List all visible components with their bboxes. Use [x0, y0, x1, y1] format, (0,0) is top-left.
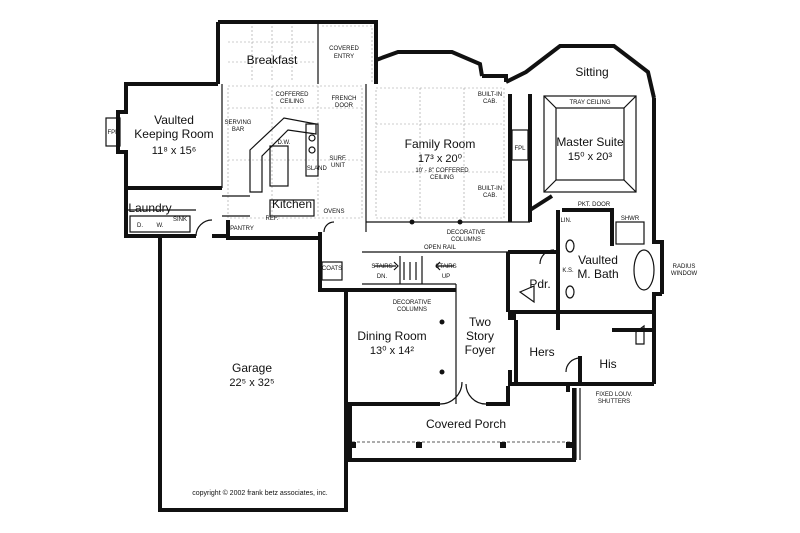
fixed-louver-note-1: FIXED LOUV. — [596, 392, 633, 398]
foyer-label-3: Foyer — [465, 343, 496, 357]
family-room-dimensions: 17³ x 20⁰ — [418, 153, 463, 165]
decorative-columns-top-note-1: DECORATIVE — [447, 230, 486, 236]
keeping-room-label-2: Keeping Room — [134, 127, 213, 141]
refrigerator-note: REF. — [265, 216, 278, 222]
coffered-ceiling-note-2: CEILING — [280, 99, 304, 105]
shower-note: SHWR — [621, 216, 640, 222]
decorative-columns-dining-note-1: DECORATIVE — [393, 300, 432, 306]
laundry-label: Laundry — [128, 201, 171, 215]
knee-space-note: K.S. — [562, 268, 574, 274]
fireplaces — [105, 117, 529, 161]
decorative-columns-top-note-2: COLUMNS — [451, 237, 481, 243]
radius-window-note-1: RADIUS — [673, 264, 696, 270]
pantry-note: PANTRY — [230, 226, 254, 232]
family-ceiling-note-1: 10' - 8" COFFERED — [415, 168, 469, 174]
serving-bar-note-1: SERVING — [225, 120, 252, 126]
note-labels: COFFERED CEILING SERVING BAR D.W. ISLAND… — [107, 92, 697, 405]
stairs-up-note-1: STAIRS — [435, 264, 456, 270]
tray-ceiling-note: TRAY CEILING — [569, 100, 610, 106]
family-fireplace-note: FPL — [514, 146, 526, 152]
ceiling-grids — [227, 25, 505, 219]
porch — [350, 388, 581, 460]
stairs-up-note-2: UP — [442, 274, 450, 280]
linen-note: LIN. — [560, 218, 571, 224]
ovens-note: OVENS — [323, 209, 344, 215]
dishwasher-note: D.W. — [278, 140, 291, 146]
garage-label: Garage — [232, 361, 272, 375]
foyer-label-2: Story — [466, 329, 494, 343]
coats-note: COATS — [322, 266, 342, 272]
stairs — [321, 261, 454, 281]
sitting-label: Sitting — [575, 65, 608, 79]
surface-unit-note-2: UNIT — [331, 163, 345, 169]
covered-entry-label-1: COVERED — [329, 46, 359, 52]
fixed-louver-note-2: SHUTTERS — [598, 399, 630, 405]
dining-room-label: Dining Room — [357, 329, 426, 343]
sink-note: SINK — [173, 217, 187, 223]
washer-note: W. — [157, 223, 164, 229]
keeping-room-label-1: Vaulted — [154, 113, 194, 127]
serving-bar-note-2: BAR — [232, 127, 245, 133]
covered-porch-label: Covered Porch — [426, 417, 506, 431]
hers-closet-label: Hers — [529, 345, 554, 359]
island-note: ISLAND — [305, 166, 327, 172]
french-door-note-2: DOOR — [335, 103, 354, 109]
keeping-fireplace-note: FPL — [107, 130, 119, 136]
master-bath-label-1: Vaulted — [578, 253, 618, 267]
family-room-label: Family Room — [405, 137, 476, 151]
powder-room-label: Pdr. — [529, 277, 550, 291]
tray-ceiling — [543, 95, 637, 193]
decorative-columns-dining-note-2: COLUMNS — [397, 307, 427, 313]
master-suite-dimensions: 15⁰ x 20³ — [568, 151, 612, 163]
foyer-label-1: Two — [469, 315, 491, 329]
interior-walls — [126, 22, 654, 404]
open-rail-note: OPEN RAIL — [424, 245, 457, 251]
coffered-ceiling-note-1: COFFERED — [276, 92, 310, 98]
radius-window-note-2: WINDOW — [671, 271, 698, 277]
built-in-cab-top-note-1: BUILT-IN — [478, 92, 502, 98]
kitchen-label: Kitchen — [272, 197, 312, 211]
surface-unit-note-1: SURF. — [329, 156, 347, 162]
french-door-note-1: FRENCH — [332, 96, 357, 102]
garage-dimensions: 22⁵ x 32⁵ — [229, 377, 274, 389]
master-suite-label: Master Suite — [556, 135, 624, 149]
built-in-cab-bottom-note-2: CAB. — [483, 193, 497, 199]
exterior-walls — [116, 20, 664, 512]
decorative-columns — [409, 219, 516, 375]
family-ceiling-note-2: CEILING — [430, 175, 454, 181]
master-bath-label-2: M. Bath — [577, 267, 618, 281]
dining-room-dimensions: 13⁰ x 14² — [370, 345, 414, 357]
copyright-text: copyright © 2002 frank betz associates, … — [192, 489, 328, 497]
dryer-note: D. — [137, 223, 143, 229]
bath-fixtures — [518, 221, 655, 345]
breakfast-label: Breakfast — [247, 53, 298, 67]
built-in-cab-bottom-note-1: BUILT-IN — [478, 186, 502, 192]
his-closet-label: His — [599, 357, 616, 371]
room-labels: Breakfast COVERED ENTRY Sitting Vaulted … — [128, 46, 624, 431]
stairs-down-note-1: STAIRS — [371, 264, 392, 270]
built-in-cab-top-note-2: CAB. — [483, 99, 497, 105]
pocket-door-note: PKT. DOOR — [578, 202, 611, 208]
covered-entry-label-2: ENTRY — [334, 54, 354, 60]
kitchen-counters — [222, 117, 319, 217]
stairs-down-note-2: DN. — [377, 274, 388, 280]
keeping-room-dimensions: 11⁸ x 15⁶ — [152, 145, 196, 157]
door-swings — [195, 219, 581, 405]
